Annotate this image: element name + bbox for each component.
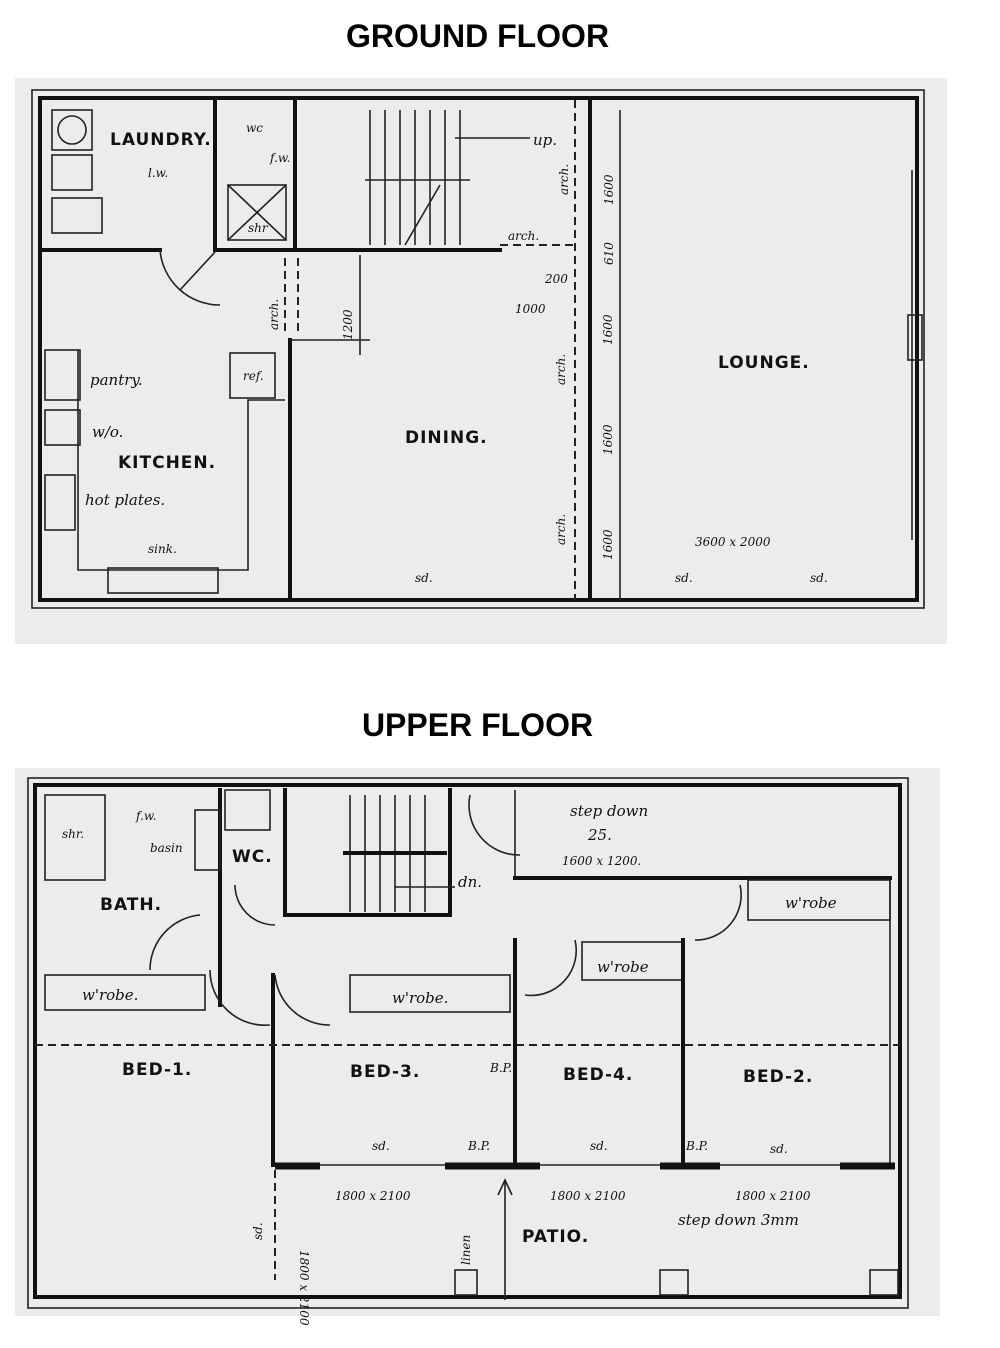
arch-note: arch. <box>267 299 281 330</box>
wardrobe-label: w'robe <box>597 958 649 976</box>
ground-floor-plan: LAUNDRY. KITCHEN. DINING. LOUNGE. up. pa… <box>15 78 947 644</box>
window-size-note: 1600 x 1200. <box>562 854 641 868</box>
ref-note: ref. <box>243 369 264 383</box>
room-dining: DINING. <box>405 428 488 448</box>
stair-down-note: dn. <box>458 873 482 891</box>
outer-walls <box>38 96 919 602</box>
step-down-note: step down 3mm <box>678 1211 799 1229</box>
floor-waste-note: f.w. <box>135 809 157 823</box>
sliding-door-note: sd. <box>810 571 828 585</box>
sliding-door-note: sd. <box>590 1139 608 1153</box>
entry-arrow-icon <box>497 1178 513 1196</box>
basin <box>194 809 221 871</box>
pantry-note: pantry. <box>90 371 143 389</box>
arch-note: arch. <box>554 354 568 385</box>
hot-plates-note: hot plates. <box>85 491 165 509</box>
wall-oven-note: w/o. <box>92 423 123 441</box>
bp-note: B.P. <box>489 1061 512 1075</box>
room-bed-1: BED-1. <box>122 1060 192 1080</box>
outer-walls <box>33 783 902 1299</box>
sink <box>107 567 219 594</box>
room-laundry: LAUNDRY. <box>110 130 212 150</box>
area-patio: PATIO. <box>522 1227 589 1247</box>
shower <box>44 794 106 881</box>
arch-note: arch. <box>557 164 571 195</box>
laundry-tap-note: l.w. <box>148 166 168 180</box>
dimension: 1600 <box>601 314 615 345</box>
paper-background <box>15 768 940 1316</box>
washing-machine <box>51 109 93 151</box>
dimension: 1200 <box>341 309 355 340</box>
dimension: 610 <box>602 242 616 265</box>
door-size-note: 1800 x 2100 <box>335 1189 411 1203</box>
room-bed-3: BED-3. <box>350 1062 420 1082</box>
step-down-note: step down <box>570 802 648 820</box>
room-lounge: LOUNGE. <box>718 353 810 373</box>
door-size-note: 1800 x 2100 <box>297 1250 311 1326</box>
wardrobe-label: w'robe. <box>82 986 138 1004</box>
dimension: 1600 <box>602 174 616 205</box>
door-size-note: 1800 x 2100 <box>550 1189 626 1203</box>
arch-note: arch. <box>554 514 568 545</box>
sliding-door-note: sd. <box>372 1139 390 1153</box>
shower <box>227 184 287 241</box>
wardrobe-label: w'robe <box>785 894 837 912</box>
linen-note: linen <box>459 1235 473 1265</box>
dimension: 1000 <box>515 302 546 316</box>
room-bed-4: BED-4. <box>563 1065 633 1085</box>
shower-note: shr. <box>62 827 84 841</box>
window-size-note: 3600 x 2000 <box>695 535 771 549</box>
basin-note: basin <box>150 841 183 855</box>
ground-floor-title: GROUND FLOOR <box>345 18 610 54</box>
room-bed-2: BED-2. <box>743 1067 813 1087</box>
sink-note: sink. <box>148 542 177 556</box>
stairs <box>365 110 530 246</box>
wc-note: wc <box>246 121 263 135</box>
sliding-door-note: sd. <box>251 1222 265 1240</box>
bp-note: B.P. <box>685 1139 708 1153</box>
room-kitchen: KITCHEN. <box>118 453 216 473</box>
step-down-height-note: 25. <box>587 826 612 844</box>
door-size-note: 1800 x 2100 <box>735 1189 811 1203</box>
sliding-door-note: sd. <box>770 1142 788 1156</box>
room-bath: BATH. <box>100 895 162 915</box>
stair-up-note: up. <box>533 131 557 149</box>
upper-floor-title: UPPER FLOOR <box>361 707 594 743</box>
dimension: 200 <box>544 272 568 286</box>
stairs <box>343 795 455 912</box>
room-wc: WC. <box>232 847 273 867</box>
paper-background <box>15 78 947 644</box>
upper-floor-plan: BATH. WC. BED-1. BED-3. BED-4. BED-2. PA… <box>15 768 940 1326</box>
toilet <box>224 789 271 831</box>
bp-note: B.P. <box>467 1139 490 1153</box>
wardrobe <box>44 974 206 1011</box>
floor-waste-note: f.w. <box>269 151 291 165</box>
wardrobe-label: w'robe. <box>392 989 448 1007</box>
arch-note: arch. <box>508 229 539 243</box>
shower-note: shr <box>248 221 269 235</box>
dimension: 1600 <box>601 529 615 560</box>
wardrobe <box>349 974 511 1013</box>
sliding-door-note: sd. <box>675 571 693 585</box>
sliding-door-note: sd. <box>415 571 433 585</box>
door-swing <box>159 249 221 306</box>
dimension: 1600 <box>601 424 615 455</box>
